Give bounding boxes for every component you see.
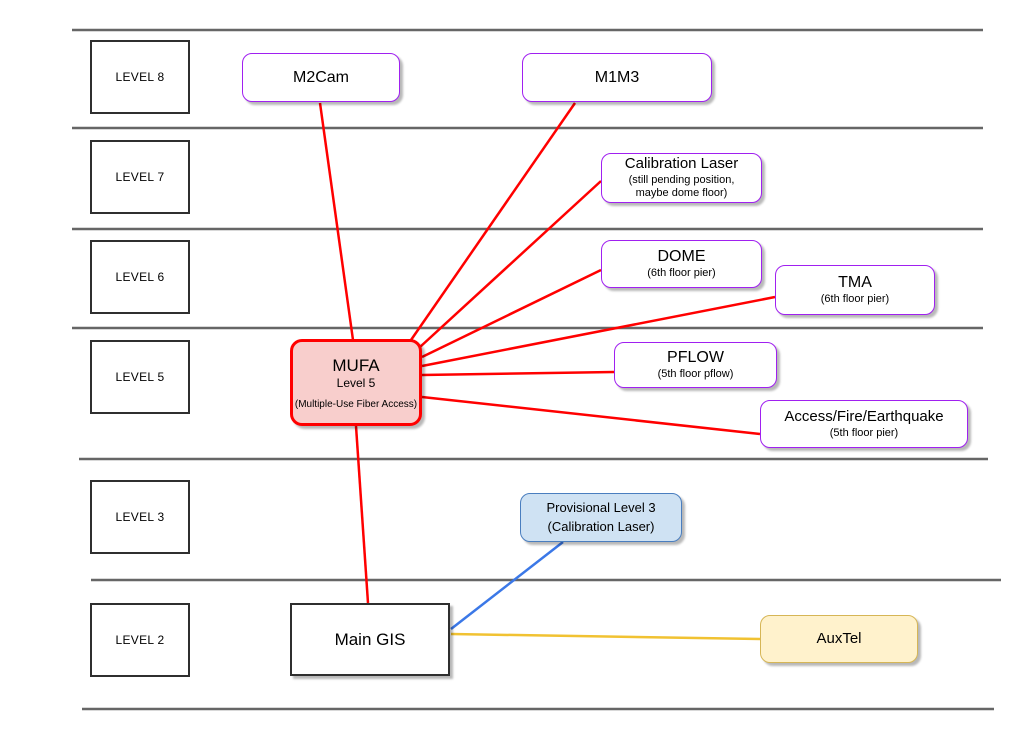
level-2-box[interactable]: LEVEL 2 <box>90 603 190 677</box>
node-m2cam[interactable]: M2Cam <box>242 53 400 102</box>
node-dome-subtitle: (6th floor pier) <box>647 267 716 280</box>
node-access-fire-earthquake[interactable]: Access/Fire/Earthquake (5th floor pier) <box>760 400 968 448</box>
edge-mufa-access-fire-earthquake[interactable] <box>421 395 761 436</box>
level-6-label: LEVEL 6 <box>115 270 165 284</box>
edge-main-gis-auxtel[interactable] <box>450 632 761 641</box>
level-8-label: LEVEL 8 <box>115 70 165 84</box>
node-mufa-note: (Multiple-Use Fiber Access) <box>294 399 418 411</box>
node-mufa-subtitle: Level 5 <box>336 375 376 390</box>
level-5-label: LEVEL 5 <box>115 370 165 384</box>
node-m1m3[interactable]: M1M3 <box>522 53 712 102</box>
node-main-gis-title: Main GIS <box>334 629 406 649</box>
node-main-gis[interactable]: Main GIS <box>290 603 450 676</box>
node-auxtel-title: AuxTel <box>816 629 862 647</box>
node-pflow[interactable]: PFLOW (5th floor pflow) <box>614 342 777 388</box>
node-access-fire-earthquake-subtitle: (5th floor pier) <box>829 426 899 439</box>
node-tma-title: TMA <box>838 274 872 292</box>
edge-mufa-m2cam[interactable] <box>318 102 355 341</box>
node-access-fire-earthquake-title: Access/Fire/Earthquake <box>784 408 944 426</box>
edge-mufa-pflow[interactable] <box>421 370 615 377</box>
node-pflow-subtitle: (5th floor pflow) <box>657 368 734 381</box>
node-provisional-level3-title: Provisional Level 3 (Calibration Laser) <box>546 500 656 534</box>
node-mufa-title: MUFA <box>332 355 380 375</box>
edge-mufa-calibration-laser[interactable] <box>419 180 602 348</box>
node-calibration-laser[interactable]: Calibration Laser (still pending positio… <box>601 153 762 203</box>
edge-mufa-m1m3[interactable] <box>409 102 577 341</box>
edge-mufa-dome[interactable] <box>421 268 602 359</box>
edge-main-gis-provisional-level3[interactable] <box>450 541 564 630</box>
node-tma-subtitle: (6th floor pier) <box>820 293 890 306</box>
node-mufa[interactable]: MUFA Level 5 (Multiple-Use Fiber Access) <box>290 339 422 426</box>
edge-mufa-main-gis[interactable] <box>354 425 370 604</box>
node-pflow-title: PFLOW <box>667 349 724 367</box>
node-m1m3-title: M1M3 <box>594 68 640 86</box>
node-dome[interactable]: DOME (6th floor pier) <box>601 240 762 288</box>
level-3-box[interactable]: LEVEL 3 <box>90 480 190 554</box>
level-7-label: LEVEL 7 <box>115 170 165 184</box>
node-dome-title: DOME <box>657 248 706 266</box>
level-7-box[interactable]: LEVEL 7 <box>90 140 190 214</box>
level-8-box[interactable]: LEVEL 8 <box>90 40 190 114</box>
level-3-label: LEVEL 3 <box>115 510 165 524</box>
level-5-box[interactable]: LEVEL 5 <box>90 340 190 414</box>
node-calibration-laser-title: Calibration Laser <box>624 155 739 173</box>
edge-mufa-tma[interactable] <box>421 295 776 368</box>
node-tma[interactable]: TMA (6th floor pier) <box>775 265 935 315</box>
node-auxtel[interactable]: AuxTel <box>760 615 918 663</box>
level-2-label: LEVEL 2 <box>115 633 165 647</box>
node-calibration-laser-subtitle: (still pending position, maybe dome floo… <box>628 174 735 200</box>
level-6-box[interactable]: LEVEL 6 <box>90 240 190 314</box>
node-m2cam-title: M2Cam <box>292 68 349 86</box>
node-provisional-level3[interactable]: Provisional Level 3 (Calibration Laser) <box>520 493 682 542</box>
